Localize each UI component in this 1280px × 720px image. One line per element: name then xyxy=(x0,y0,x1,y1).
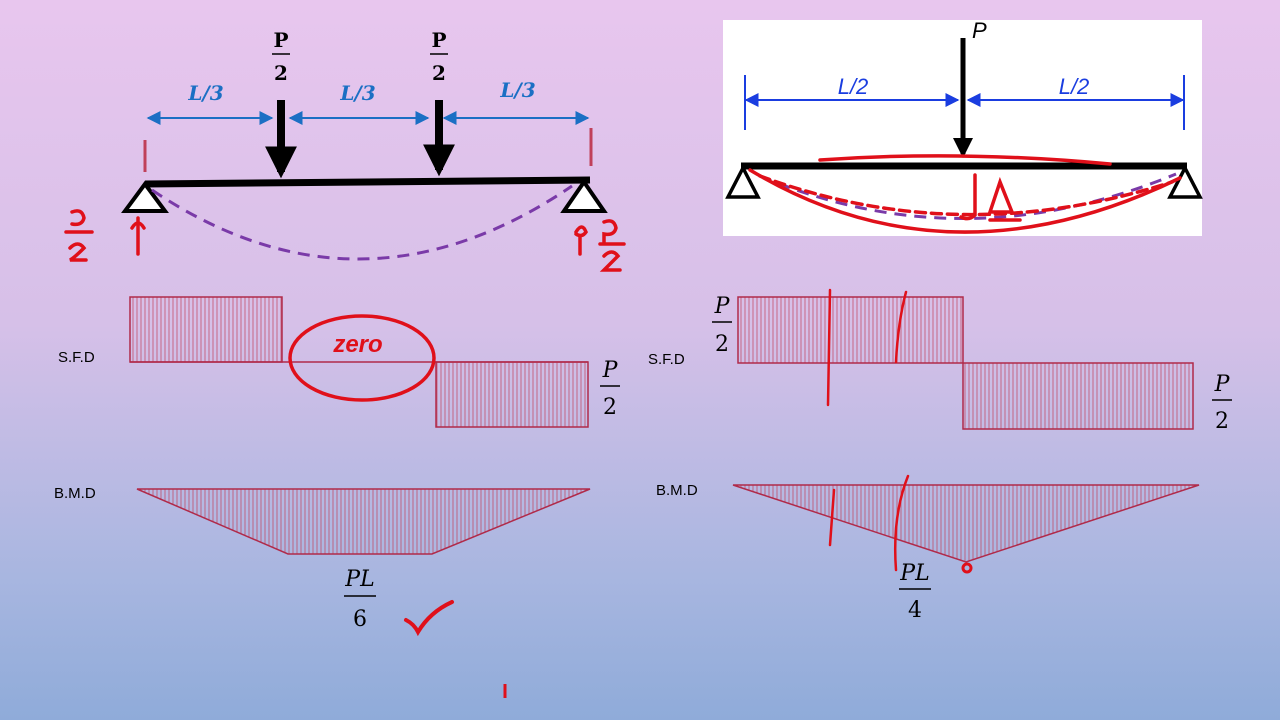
left-span-label-1: L/3 xyxy=(187,81,223,105)
left-sfd-value-numerator: P xyxy=(602,358,619,383)
left-sfd-zero-text: zero xyxy=(332,331,382,358)
left-reaction-b-handwriting xyxy=(574,219,626,272)
right-deflection-handwriting xyxy=(748,154,1182,234)
right-support-b xyxy=(1167,164,1203,199)
left-support-b xyxy=(560,178,608,213)
right-span-label-1: L/2 xyxy=(838,74,869,99)
left-beam-figure: L/3 L/3 L/3 P 2 P 2 xyxy=(64,28,626,272)
right-sfd-positive-block xyxy=(737,296,964,364)
right-sfd-bottom-denominator: 2 xyxy=(1215,409,1229,434)
left-bmd: B.M.D PL 6 xyxy=(54,485,591,698)
left-bmd-label: B.M.D xyxy=(54,485,96,502)
right-bmd-value-denominator: 4 xyxy=(908,598,922,623)
right-support-a xyxy=(725,164,761,199)
right-bmd-value-numerator: PL xyxy=(899,561,929,586)
checkmark-icon xyxy=(404,600,454,637)
right-sfd: P 2 S.F.D P 2 xyxy=(648,288,1232,434)
left-load-2-denominator: 2 xyxy=(432,61,446,85)
left-sfd-label: S.F.D xyxy=(58,349,95,366)
left-bmd-value-denominator: 6 xyxy=(353,607,367,632)
right-sfd-label: S.F.D xyxy=(648,351,685,368)
right-bmd-triangle xyxy=(732,484,1200,563)
left-span-label-2: L/3 xyxy=(339,81,375,105)
left-load-2-numerator: P xyxy=(431,28,446,52)
right-sfd-bottom-numerator: P xyxy=(1214,372,1231,397)
right-sfd-top-numerator: P xyxy=(714,294,731,319)
left-sfd-value-denominator: 2 xyxy=(603,395,617,420)
right-sfd-top-denominator: 2 xyxy=(715,332,729,357)
left-load-1-numerator: P xyxy=(273,28,288,52)
right-load-label: P xyxy=(972,18,987,43)
right-beam-figure: L/2 L/2 P Δ xyxy=(723,18,1203,236)
right-bmd-handwritten-lines xyxy=(828,474,973,574)
right-sfd-negative-block xyxy=(962,362,1194,430)
left-sfd-positive-block xyxy=(129,296,283,363)
left-bmd-value-numerator: PL xyxy=(344,567,374,592)
right-bmd-label: B.M.D xyxy=(656,482,698,499)
left-sfd-negative-block xyxy=(435,361,589,428)
right-sfd-handwritten-lines xyxy=(826,288,908,407)
left-reaction-a-handwriting xyxy=(64,209,146,262)
right-span-label-2: L/2 xyxy=(1059,74,1090,99)
left-sfd: S.F.D P 2 zero xyxy=(58,296,620,428)
left-span-label-3: L/3 xyxy=(499,78,535,102)
left-load-1-denominator: 2 xyxy=(274,61,288,85)
left-support-a xyxy=(121,180,169,213)
right-bmd: B.M.D PL 4 xyxy=(656,474,1200,623)
left-sfd-zero-circle xyxy=(288,314,436,402)
left-deflection-curve xyxy=(151,184,573,261)
left-beam xyxy=(144,176,591,188)
left-bmd-trapezoid xyxy=(136,488,591,555)
